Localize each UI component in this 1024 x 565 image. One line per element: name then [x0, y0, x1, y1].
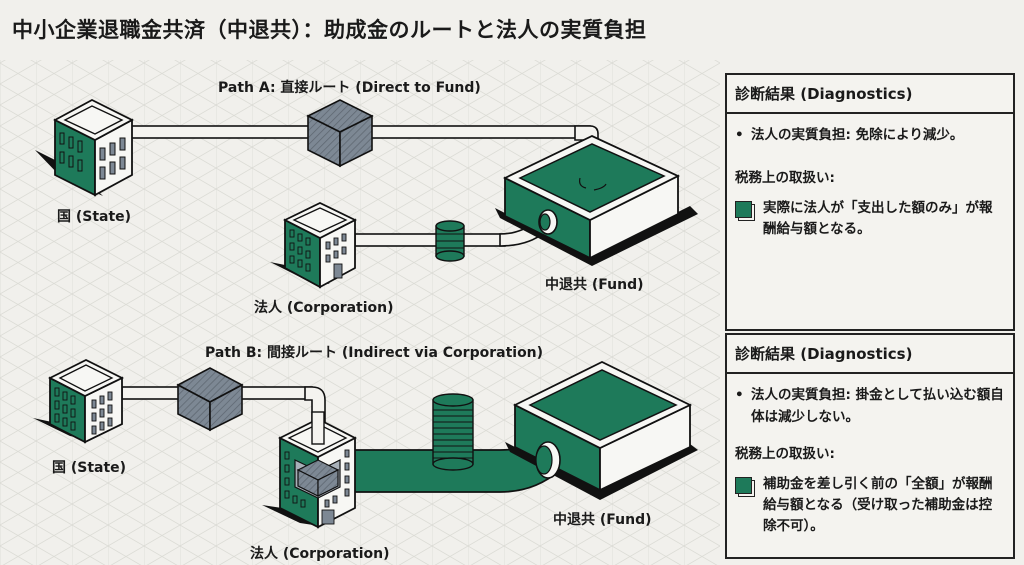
page-title: 中小企業退職金共済（中退共）：助成金のルートと法人の実質負担	[12, 18, 647, 42]
path-a-heading: Path A: 直接ルート (Direct to Fund)	[218, 80, 481, 96]
diagnostics-panel-b: 診断結果 (Diagnostics) • 法人の実質負担: 掛金として払い込む額…	[725, 333, 1015, 559]
diagnostics-panel-a: 診断結果 (Diagnostics) • 法人の実質負担: 免除により減少。 税…	[725, 73, 1015, 331]
coin-stack-b	[432, 393, 474, 471]
diagnostics-header-b: 診断結果 (Diagnostics)	[727, 335, 1013, 374]
tax-text-a: 実際に法人が「支出した額のみ」が報酬給与額となる。	[763, 200, 993, 237]
corporation-building-a	[270, 201, 358, 289]
green-square-icon	[735, 201, 755, 221]
subsidy-cube-a	[306, 99, 374, 168]
burden-item-b: • 法人の実質負担: 掛金として払い込む額自体は減少しない。	[735, 384, 1005, 428]
path-a-corporation-pipe	[354, 220, 547, 247]
tax-item-a: 実際に法人が「支出した額のみ」が報酬給与額となる。	[735, 198, 1005, 240]
bullet-icon: •	[735, 127, 744, 143]
state-building-a	[35, 98, 134, 197]
coin-stack-a	[435, 220, 465, 262]
fund-tank-b	[505, 360, 698, 500]
tax-item-b: 補助金を差し引く前の「全額」が報酬給与額となる（受け取った補助金は控除不可）。	[735, 474, 1005, 537]
tax-heading-b: 税務上の取扱い:	[735, 446, 835, 462]
path-a-fund-label: 中退共 (Fund)	[545, 277, 644, 293]
path-a-state-label: 国 (State)	[57, 209, 132, 225]
burden-text-a: 法人の実質負担: 免除により減少。	[751, 127, 964, 143]
tax-heading-a: 税務上の取扱い:	[735, 170, 835, 186]
diagnostics-header-a: 診断結果 (Diagnostics)	[727, 75, 1013, 114]
corporation-building-b	[262, 411, 357, 529]
burden-item-a: • 法人の実質負担: 免除により減少。	[735, 124, 1005, 146]
burden-text-b: 法人の実質負担: 掛金として払い込む額自体は減少しない。	[751, 387, 1004, 425]
path-b-heading: Path B: 間接ルート (Indirect via Corporation)	[205, 345, 544, 361]
subsidy-cube-b	[176, 367, 244, 432]
tax-text-b: 補助金を差し引く前の「全額」が報酬給与額となる（受け取った補助金は控除不可）。	[763, 476, 993, 534]
path-a-corporation-label: 法人 (Corporation)	[254, 300, 394, 316]
path-b-corporation-label: 法人 (Corporation)	[250, 546, 390, 562]
flow-diagram	[0, 60, 720, 565]
green-square-icon	[735, 477, 755, 497]
path-b-state-label: 国 (State)	[52, 460, 127, 476]
path-b-fund-label: 中退共 (Fund)	[553, 512, 652, 528]
state-building-b	[33, 358, 125, 444]
bullet-icon: •	[735, 387, 744, 403]
fund-tank-a	[495, 135, 698, 266]
